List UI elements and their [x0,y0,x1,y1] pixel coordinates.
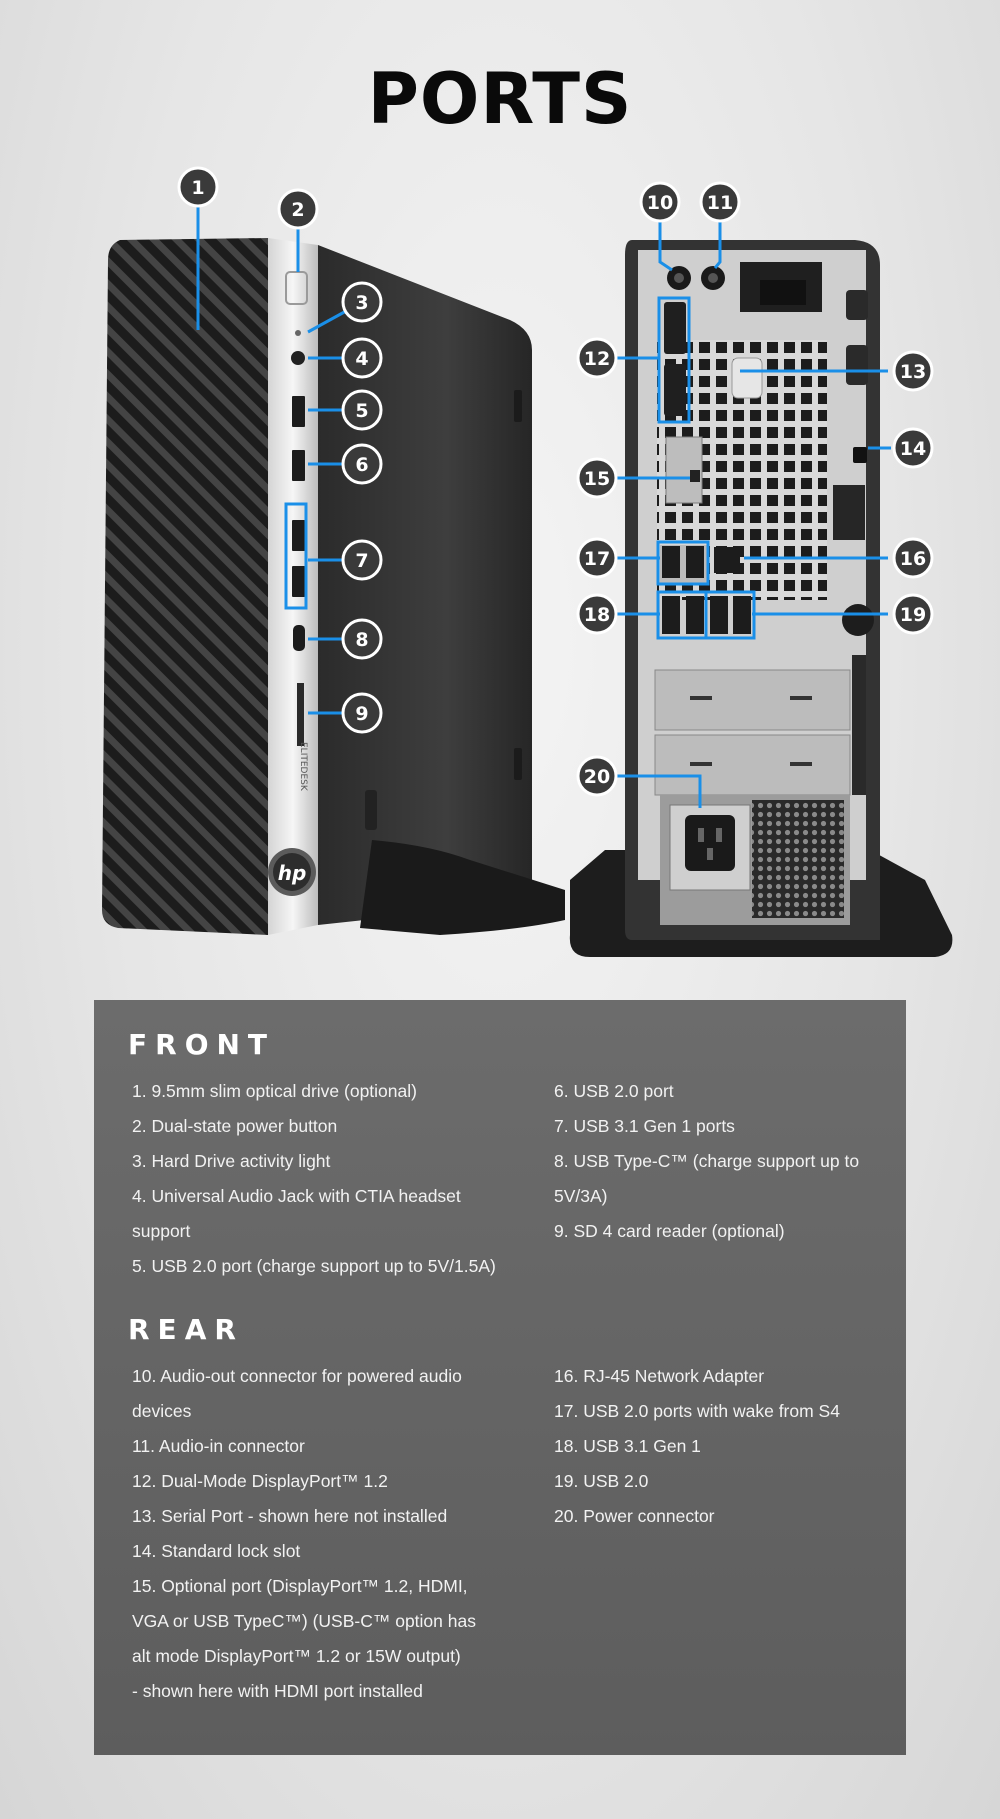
list-item: alt mode DisplayPort™ 1.2 or 15W output) [132,1646,461,1666]
list-item: 17. USB 2.0 ports with wake from S4 [554,1401,840,1421]
rear-list-right: 16. RJ-45 Network Adapter 17. USB 2.0 po… [554,1359,894,1534]
callout-19: 19 [892,593,934,635]
callout-16: 16 [892,537,934,579]
list-item: 9. SD 4 card reader (optional) [554,1221,785,1241]
list-item: 7. USB 3.1 Gen 1 ports [554,1116,735,1136]
svg-text:2: 2 [291,199,304,221]
list-item: 5V/3A) [554,1186,608,1206]
rear-heading: REAR [128,1313,244,1346]
svg-text:14: 14 [900,438,926,460]
callout-7: 7 [341,539,383,581]
list-item: 19. USB 2.0 [554,1471,649,1491]
list-item: 12. Dual-Mode DisplayPort™ 1.2 [132,1471,388,1491]
list-item: support [132,1221,191,1241]
list-item: 1. 9.5mm slim optical drive (optional) [132,1081,417,1101]
front-list-left: 1. 9.5mm slim optical drive (optional) 2… [132,1074,542,1284]
list-item: 15. Optional port (DisplayPort™ 1.2, HDM… [132,1576,468,1596]
callout-13: 13 [892,350,934,392]
list-item: 14. Standard lock slot [132,1541,301,1561]
svg-text:20: 20 [584,766,610,788]
front-view: ELITEDESK hp [102,238,565,935]
svg-text:12: 12 [584,348,610,370]
callout-18: 18 [576,593,618,635]
svg-text:11: 11 [707,192,733,214]
list-item: 5. USB 2.0 port (charge support up to 5V… [132,1256,496,1276]
callout-10: 10 [639,181,681,223]
svg-text:1: 1 [191,177,204,199]
callout-1: 1 [177,166,219,208]
model-mark: ELITEDESK [298,742,308,792]
callout-2: 2 [277,188,319,230]
list-item: 8. USB Type-C™ (charge support up to [554,1151,860,1171]
svg-text:18: 18 [584,604,610,626]
list-item: 6. USB 2.0 port [554,1081,674,1101]
list-item: VGA or USB TypeC™) (USB-C™ option has [132,1611,476,1631]
list-item: 18. USB 3.1 Gen 1 [554,1436,701,1456]
rear-list-left: 10. Audio-out connector for powered audi… [132,1359,542,1709]
callout-3: 3 [341,281,383,323]
list-item: 4. Universal Audio Jack with CTIA headse… [132,1186,461,1206]
list-item: 13. Serial Port - shown here not install… [132,1506,448,1526]
callout-4: 4 [341,337,383,379]
list-item: 10. Audio-out connector for powered audi… [132,1366,462,1386]
svg-text:10: 10 [647,192,673,214]
svg-text:8: 8 [355,629,368,651]
svg-text:9: 9 [355,703,368,725]
rear-view [569,240,953,957]
svg-text:7: 7 [355,550,368,572]
svg-text:15: 15 [584,468,610,490]
product-illustration: ELITEDESK hp [102,166,953,957]
callout-6: 6 [341,443,383,485]
svg-text:13: 13 [900,361,926,383]
page-title: PORTS [367,58,633,140]
list-item: 2. Dual-state power button [132,1116,338,1136]
list-item: 20. Power connector [554,1506,715,1526]
callout-9: 9 [341,692,383,734]
spec-panel: FRONT 1. 9.5mm slim optical drive (optio… [94,1000,906,1755]
svg-text:4: 4 [355,348,368,370]
svg-text:19: 19 [900,604,926,626]
list-item: 16. RJ-45 Network Adapter [554,1366,765,1386]
svg-text:6: 6 [355,454,368,476]
front-list-right: 6. USB 2.0 port 7. USB 3.1 Gen 1 ports 8… [554,1074,894,1249]
list-item: - shown here with HDMI port installed [132,1681,423,1701]
svg-text:16: 16 [900,548,926,570]
list-item: 11. Audio-in connector [132,1436,305,1456]
callout-15: 15 [576,457,618,499]
highlight-boxes [656,296,756,640]
callout-20: 20 [576,755,618,797]
callout-5: 5 [341,389,383,431]
svg-text:17: 17 [584,548,610,570]
list-item: 3. Hard Drive activity light [132,1151,331,1171]
svg-text:3: 3 [355,292,368,314]
callout-17: 17 [576,537,618,579]
callout-12: 12 [576,337,618,379]
callout-14: 14 [892,427,934,469]
front-heading: FRONT [128,1028,276,1061]
callout-8: 8 [341,618,383,660]
callout-markers: 1 2 3 4 5 6 7 8 9 10 11 12 13 14 15 16 1… [177,166,934,797]
svg-text:5: 5 [355,400,368,422]
list-item: devices [132,1401,192,1421]
callout-11: 11 [699,181,741,223]
leader-lines [196,204,891,808]
hp-logo: hp [278,861,307,885]
